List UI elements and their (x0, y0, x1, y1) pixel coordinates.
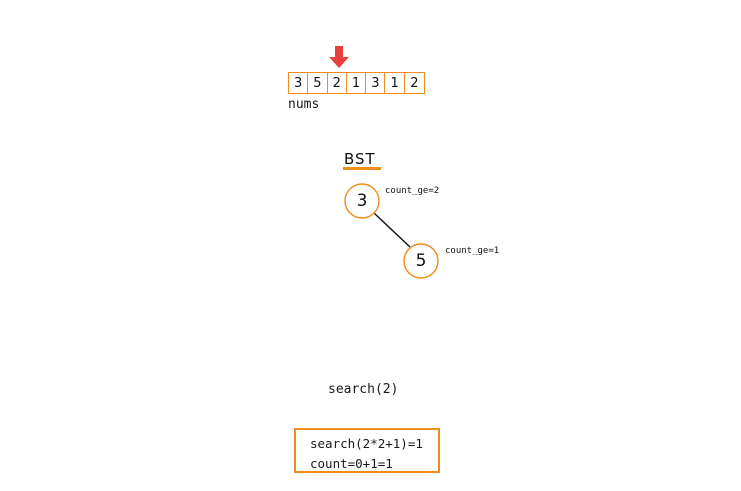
array-cell: 3 (366, 73, 386, 93)
bst-node-value: 5 (415, 251, 427, 271)
array-cell: 3 (289, 73, 309, 93)
bst-node-annotation: count_ge=2 (385, 186, 440, 196)
nums-array: 3 5 2 1 3 1 2 (288, 72, 426, 94)
array-cell: 2 (328, 73, 347, 93)
search-call: search(2) (328, 382, 399, 397)
pointer-arrow-shape (329, 46, 349, 68)
array-label: nums (288, 97, 320, 112)
array-cell: 2 (410, 75, 419, 91)
array-cell: 1 (347, 73, 367, 93)
result-line: count=0+1=1 (310, 456, 393, 471)
result-line: search(2*2+1)=1 (310, 436, 423, 451)
search-result-box: search(2*2+1)=1 count=0+1=1 (294, 428, 440, 473)
bst-node-value: 3 (356, 191, 368, 211)
bst-title-underline (343, 167, 381, 170)
bst-node-annotation: count_ge=1 (445, 246, 500, 256)
bst-title: BST (344, 150, 376, 168)
array-cell: 1 (385, 73, 405, 93)
pointer-arrow-icon (329, 46, 349, 68)
array-cell: 5 (308, 73, 328, 93)
